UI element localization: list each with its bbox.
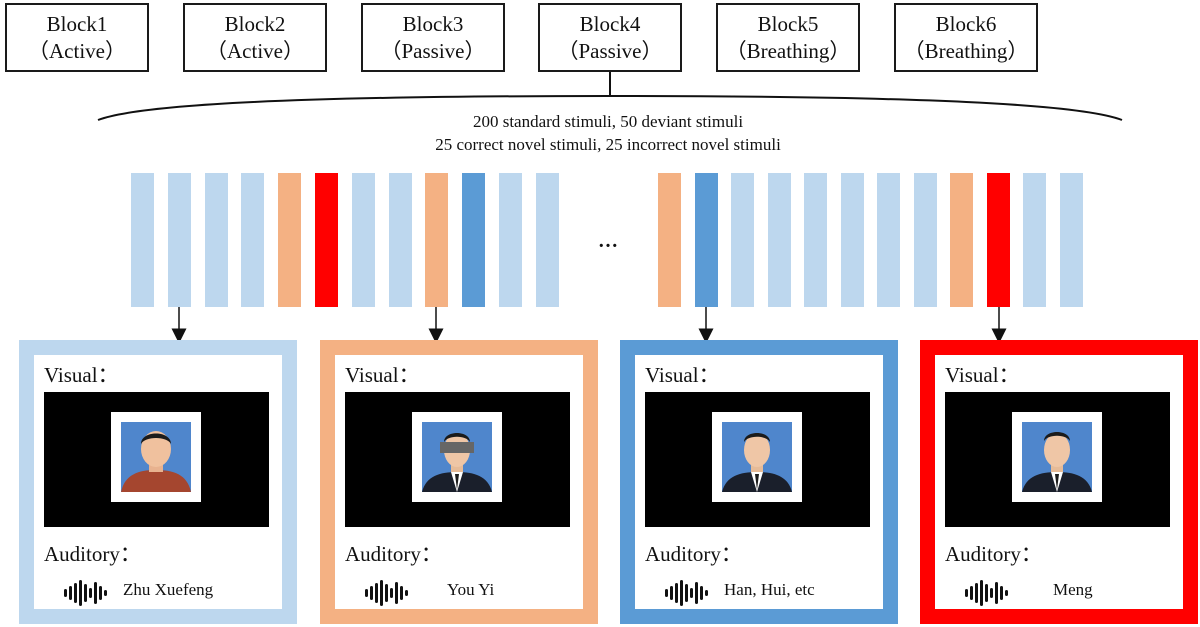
visual-label: Visual：	[345, 363, 420, 387]
block-1-condition: （Active）	[28, 38, 126, 63]
stimulus-bar-left-11-standard	[499, 173, 522, 307]
stimulus-bar-left-12-standard	[535, 173, 559, 307]
auditory-name: You Yi	[447, 580, 495, 599]
face-photo	[422, 422, 492, 492]
visual-label: Visual：	[945, 363, 1020, 387]
face-photo-frame	[1012, 412, 1102, 502]
stimulus-bar-right-1-deviant	[658, 173, 681, 307]
auditory-name: Han, Hui, etc	[724, 580, 815, 599]
block-6: Block6 （Breathing）	[894, 3, 1038, 72]
block-4-name: Block4	[579, 11, 641, 36]
stimuli-count-line-2: 25 correct novel stimuli, 25 incorrect n…	[435, 135, 781, 154]
stimulus-bar-left-2-standard	[167, 173, 191, 307]
stimulus-bar-left-7-standard	[351, 173, 375, 307]
stimulus-card-deviant: Visual： Auditory： You Yi	[320, 340, 598, 624]
block-3: Block3 （Passive）	[361, 3, 505, 72]
stimulus-bar-right-8-standard	[913, 173, 937, 307]
stimulus-bar-left-10-correct-novel	[462, 173, 486, 307]
block-6-condition: （Breathing）	[903, 38, 1029, 63]
brace-connector	[97, 72, 1123, 121]
block-6-name: Block6	[935, 11, 997, 36]
stimulus-bar-right-12-standard	[1059, 173, 1083, 307]
stimulus-bar-right-7-standard	[877, 173, 900, 307]
stimulus-bar-left-6-incorrect-novel	[315, 173, 338, 307]
block-2-name: Block2	[224, 11, 286, 36]
stimulus-bar-right-2-correct-novel	[694, 173, 718, 307]
sound-wave-icon	[665, 580, 708, 606]
sequence-ellipsis: …	[598, 230, 619, 252]
stimulus-bar-right-4-standard	[767, 173, 791, 307]
block-2: Block2 （Active）	[183, 3, 327, 72]
block-3-condition: （Passive）	[380, 38, 486, 63]
face-photo	[1022, 422, 1092, 492]
sound-wave-icon	[965, 580, 1008, 606]
auditory-label: Auditory：	[44, 542, 141, 566]
auditory-label: Auditory：	[345, 542, 442, 566]
stimulus-bar-left-9-deviant	[425, 173, 449, 307]
stimulus-bar-right-3-standard	[731, 173, 754, 307]
face-photo-frame	[111, 412, 201, 502]
stimulus-bar-left-5-deviant	[278, 173, 302, 307]
visual-screen	[345, 392, 570, 527]
stimulus-card-correct-novel: Visual： Auditory： Han, Hui, etc	[620, 340, 898, 624]
block-1: Block1 （Active）	[5, 3, 149, 72]
visual-screen	[645, 392, 870, 527]
auditory-label: Auditory：	[945, 542, 1042, 566]
block-2-condition: （Active）	[206, 38, 304, 63]
block-4: Block4 （Passive）	[538, 3, 682, 72]
stimulus-bar-left-3-standard	[204, 173, 228, 307]
visual-label: Visual：	[44, 363, 119, 387]
visual-label: Visual：	[645, 363, 720, 387]
auditory-label: Auditory：	[645, 542, 742, 566]
auditory-name: Meng	[1053, 580, 1093, 599]
block-3-name: Block3	[402, 11, 464, 36]
stimulus-bar-right-5-standard	[804, 173, 827, 307]
stimulus-bar-right-9-deviant	[950, 173, 973, 307]
visual-screen	[44, 392, 269, 527]
arrows	[171, 307, 1007, 344]
stimuli-count-line-1: 200 standard stimuli, 50 deviant stimuli	[472, 112, 744, 131]
auditory-name: Zhu Xuefeng	[123, 580, 214, 599]
face-photo	[722, 422, 792, 492]
block-4-condition: （Passive）	[557, 38, 663, 63]
face-photo-frame	[712, 412, 802, 502]
stimulus-bar-right-6-standard	[840, 173, 864, 307]
stimulus-bar-left-1-standard	[131, 173, 154, 307]
stimulus-bar-left-4-standard	[241, 173, 265, 307]
block-5-name: Block5	[757, 11, 819, 36]
sound-wave-icon	[365, 580, 408, 606]
block-1-name: Block1	[46, 11, 108, 36]
face-photo	[121, 422, 191, 492]
stimulus-bar-right-11-standard	[1023, 173, 1046, 307]
sound-wave-icon	[64, 580, 107, 606]
stimulus-card-standard: Visual： Auditory： Zhu Xuefeng	[19, 340, 297, 624]
block-5: Block5 （Breathing）	[716, 3, 860, 72]
visual-screen	[945, 392, 1170, 527]
stimulus-card-incorrect-novel: Visual： Auditory： Meng	[920, 340, 1198, 624]
stimulus-bar-left-8-standard	[388, 173, 412, 307]
stimulus-bar-right-10-incorrect-novel	[986, 173, 1010, 307]
block-5-condition: （Breathing）	[725, 38, 851, 63]
face-photo-frame	[412, 412, 502, 502]
